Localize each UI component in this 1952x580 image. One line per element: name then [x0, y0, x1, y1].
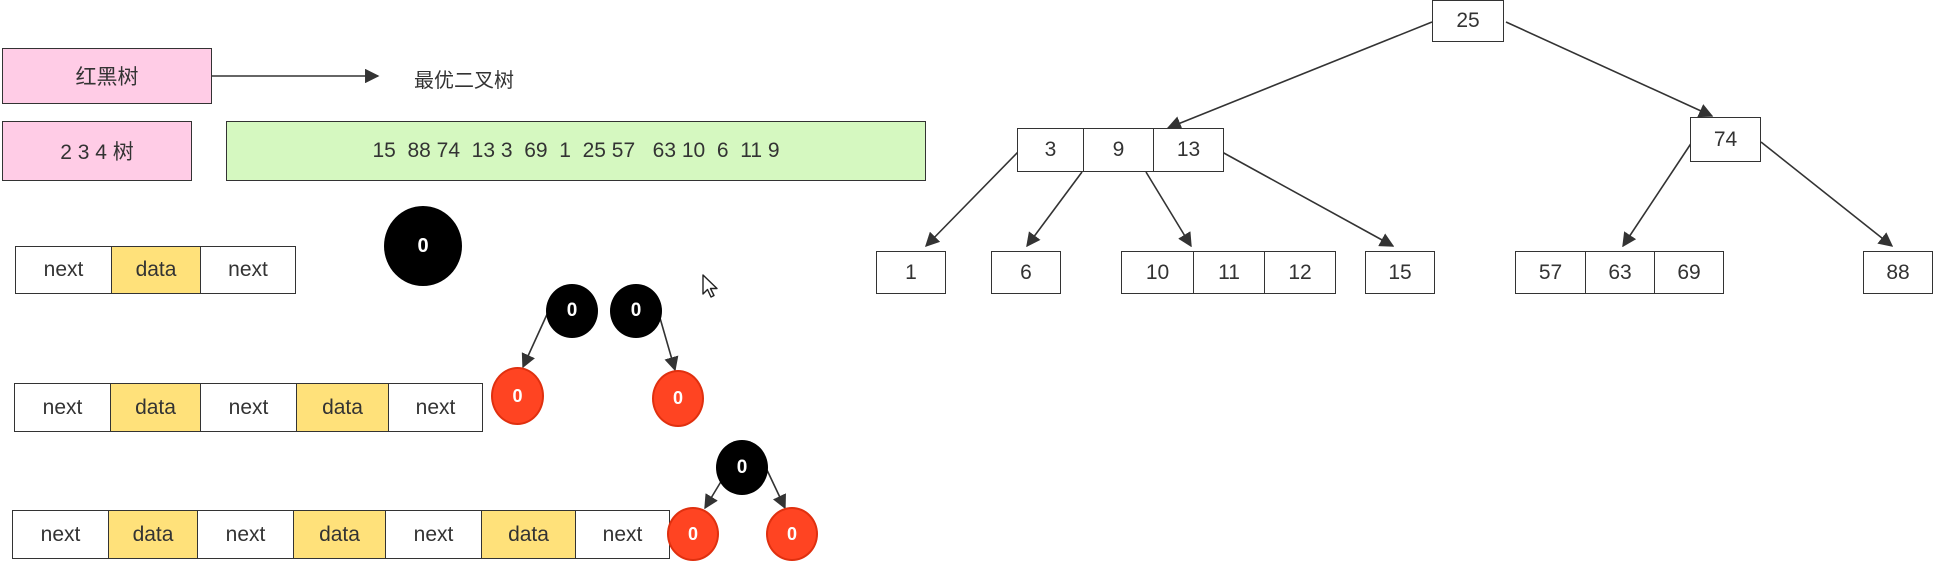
- next-cell: next: [12, 510, 109, 559]
- two-three-four-tree-box: 2 3 4 树: [2, 121, 192, 181]
- optimal-binary-tree-label: 最优二叉树: [414, 70, 514, 92]
- tree-key: 13: [1153, 128, 1224, 172]
- tree-edge: [1145, 171, 1192, 248]
- rb-edge: [766, 469, 786, 510]
- rb-node-red: 0: [766, 507, 818, 561]
- tree-key: 63: [1585, 251, 1655, 294]
- data-cell: data: [110, 383, 201, 432]
- next-cell: next: [15, 246, 112, 294]
- rb-node-black: 0: [546, 284, 598, 338]
- tree-edge: [1221, 151, 1395, 247]
- rb-node-red: 0: [652, 370, 704, 427]
- next-cell: next: [200, 246, 296, 294]
- data-cell: data: [296, 383, 389, 432]
- data-cell: data: [481, 510, 576, 559]
- tree-key: 69: [1654, 251, 1724, 294]
- tree-key: 15: [1365, 251, 1435, 294]
- next-cell: next: [388, 383, 483, 432]
- tree-key: 12: [1264, 251, 1336, 294]
- next-cell: next: [575, 510, 670, 559]
- next-cell: next: [200, 383, 297, 432]
- tree-key: 25: [1432, 0, 1504, 42]
- rb-node-black: 0: [384, 206, 462, 286]
- next-cell: next: [14, 383, 111, 432]
- tree-key: 74: [1690, 117, 1761, 162]
- tree-key: 88: [1863, 251, 1933, 294]
- rb-edge: [521, 309, 550, 369]
- tree-key: 10: [1121, 251, 1194, 294]
- rb-node-black: 0: [610, 284, 662, 338]
- two-three-four-tree-label: 2 3 4 树: [60, 141, 134, 164]
- tree-key: 6: [991, 251, 1061, 294]
- data-cell: data: [108, 510, 198, 559]
- data-cell: data: [293, 510, 386, 559]
- sequence-box: 15 88 74 13 3 69 1 25 57 63 10 6 11 9: [226, 121, 926, 181]
- mouse-cursor-icon: [702, 274, 718, 298]
- tree-key: 57: [1515, 251, 1586, 294]
- red-black-tree-box: 红黑树: [2, 48, 212, 104]
- sequence-label: 15 88 74 13 3 69 1 25 57 63 10 6 11 9: [372, 139, 780, 162]
- rb-edge: [659, 317, 679, 372]
- tree-key: 3: [1017, 128, 1084, 172]
- rb-node-red: 0: [491, 367, 544, 425]
- next-cell: next: [197, 510, 294, 559]
- tree-key: 11: [1193, 251, 1265, 294]
- tree-edge: [1505, 21, 1714, 118]
- tree-key: 9: [1083, 128, 1154, 172]
- data-cell: data: [111, 246, 201, 294]
- tree-edge: [1166, 21, 1433, 130]
- next-cell: next: [385, 510, 482, 559]
- tree-edge: [1026, 171, 1083, 248]
- tree-edge: [1622, 141, 1693, 248]
- rb-node-black: 0: [716, 440, 768, 495]
- tree-edge: [1760, 141, 1894, 247]
- rb-node-red: 0: [667, 507, 719, 561]
- red-black-tree-label: 红黑树: [75, 66, 139, 89]
- tree-edge: [924, 151, 1019, 248]
- tree-key: 1: [876, 251, 946, 294]
